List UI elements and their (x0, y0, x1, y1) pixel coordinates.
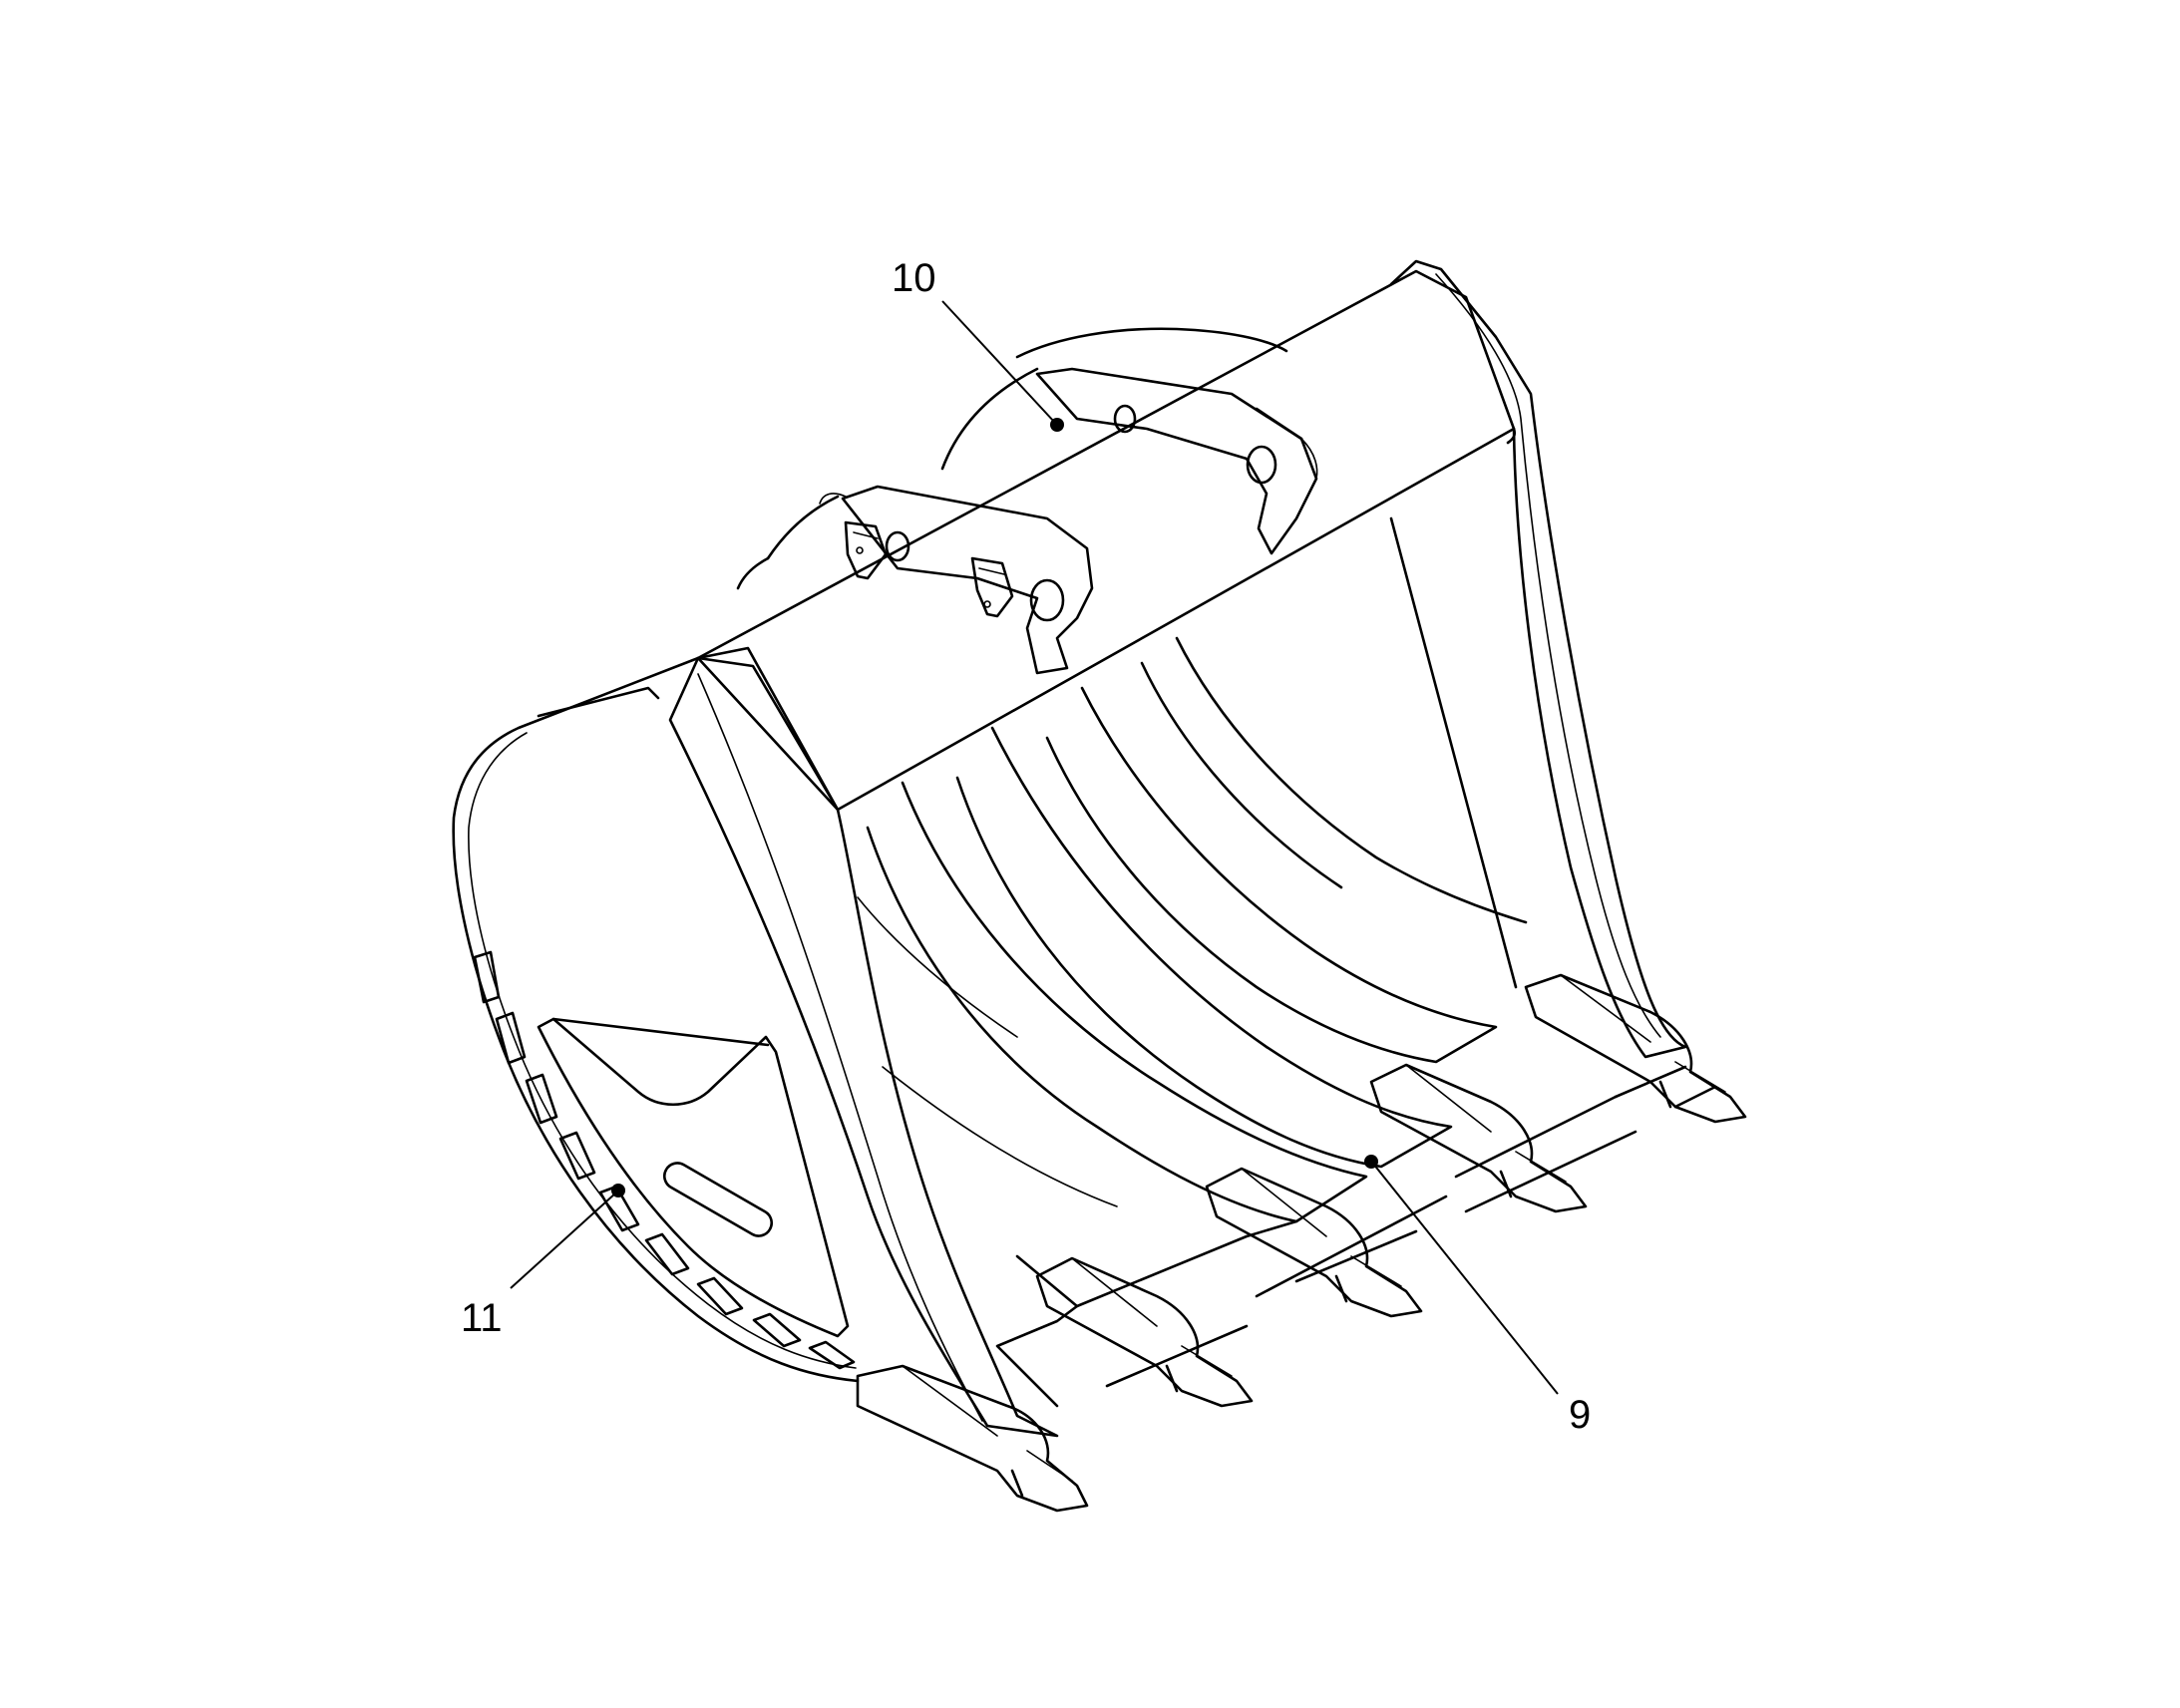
tooth-1 (856, 1364, 1089, 1513)
tooth-2 (1035, 1256, 1254, 1408)
mounting-bracket-left (819, 485, 1094, 675)
tooth-4 (1369, 1063, 1588, 1213)
callout-label-11: 11 (461, 1296, 503, 1340)
inner-rib-3 (1045, 686, 1498, 1064)
callout-label-10: 10 (892, 256, 936, 300)
grease-fitting-left (844, 520, 888, 580)
inner-rib-2 (955, 726, 1453, 1169)
callout-label-9: 9 (1569, 1393, 1591, 1437)
mounting-bracket-right (1035, 367, 1318, 555)
side-gusset-plate (537, 1017, 850, 1338)
grease-fitting-right (970, 556, 1014, 618)
bucket-back-hood (736, 327, 1288, 590)
inner-rib-4 (1140, 636, 1528, 924)
inner-rib-1 (866, 781, 1368, 1223)
wear-strips (473, 950, 856, 1370)
tooth-3 (1205, 1167, 1423, 1318)
callout-9: 9 (1364, 1155, 1591, 1437)
callout-10: 10 (892, 256, 1064, 432)
left-front-arm (668, 656, 1059, 1438)
cutting-edge-plate (995, 1065, 1717, 1408)
inner-back-curves (857, 896, 1118, 1207)
callout-11: 11 (461, 1184, 625, 1340)
tooth-5 (1524, 973, 1747, 1124)
top-crossbar (696, 269, 1517, 812)
right-front-arm (1389, 259, 1687, 1059)
